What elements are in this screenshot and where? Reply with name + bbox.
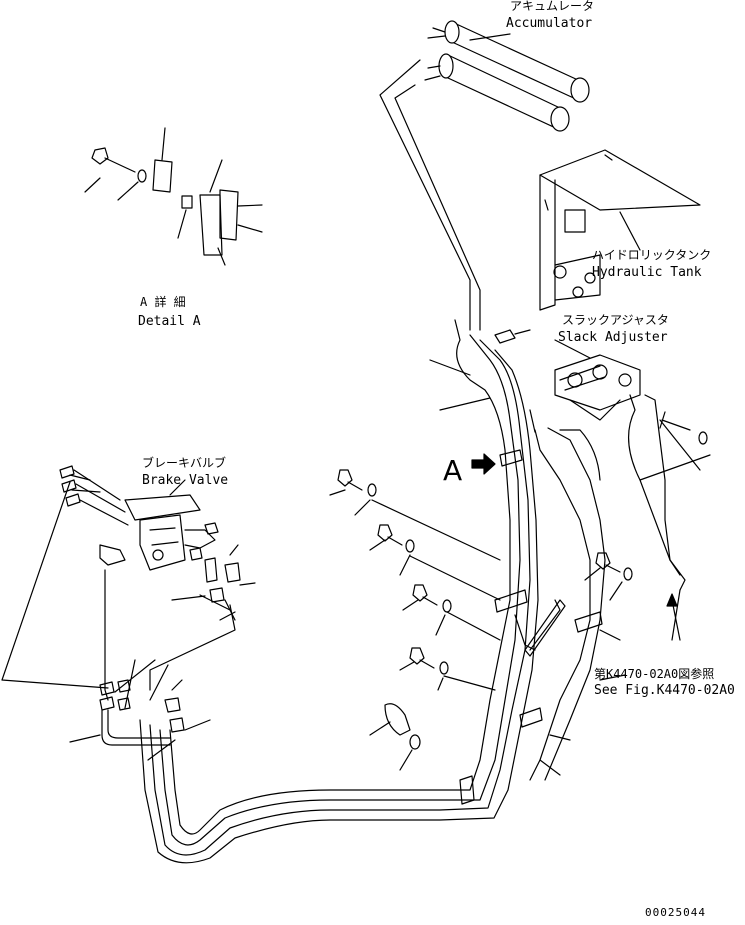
- see-fig-leader: [671, 599, 681, 641]
- hydraulic-tank-leader: [619, 211, 641, 251]
- bolt-center-2: [369, 524, 415, 576]
- see-fig-label-en: See Fig.K4470-02A0: [594, 683, 735, 698]
- accumulator-hose-1: [379, 59, 471, 331]
- brake-valve: [99, 494, 216, 571]
- view-a-marker: A: [443, 454, 462, 487]
- accumulator-label-en: Accumulator: [506, 16, 592, 31]
- detail-a-drawing: [84, 127, 263, 266]
- main-hose-bundle: [139, 319, 539, 864]
- brake-valve-fittings-right: [171, 522, 256, 621]
- bolt-center-3: [402, 584, 452, 636]
- accumulator-cylinder-lower: [424, 53, 570, 132]
- detail-a-label-jp: A 詳 細: [140, 294, 186, 309]
- banjo-bolt: [369, 703, 421, 771]
- accumulator-label-jp: アキュムレータ: [510, 0, 594, 13]
- see-fig-label-jp: 第K4470-02A0図参照: [594, 666, 714, 681]
- brake-valve-fittings-left: [59, 465, 129, 526]
- hydraulic-tank-label-jp: ハイドロリックタンク: [592, 248, 711, 262]
- slack-adjuster-label-en: Slack Adjuster: [558, 330, 668, 345]
- slack-adjuster-leader: [554, 339, 591, 359]
- brake-valve-hose-vertical: [104, 569, 109, 701]
- accumulator-cylinder-upper: [427, 20, 590, 103]
- brake-valve-hose-loop: [1, 481, 109, 689]
- hose-clamps: [459, 449, 603, 805]
- middle-hose-1: [529, 429, 591, 781]
- bolt-center-1: [329, 469, 377, 516]
- detail-a-label-en: Detail A: [138, 314, 201, 329]
- view-arrow: [471, 453, 496, 475]
- bolt-right-top: [659, 411, 708, 445]
- lower-left-fittings: [99, 679, 185, 746]
- brake-valve-label-jp: ブレーキバルブ: [142, 455, 226, 470]
- right-hose-1: [627, 394, 681, 576]
- bolt-center-4: [399, 647, 449, 691]
- brake-valve-label-en: Brake Valve: [142, 473, 228, 488]
- accumulator-leader-line: [469, 33, 511, 41]
- labels: アキュムレータ Accumulator ハイドロリックタンク Hydraulic…: [138, 0, 735, 919]
- support-rod: [524, 599, 566, 657]
- drawing-number: 00025044: [645, 906, 706, 919]
- slack-adjuster: [554, 354, 641, 421]
- hydraulic-tank-bracket: [539, 149, 701, 311]
- hydraulic-tank-label-en: Hydraulic Tank: [592, 265, 702, 280]
- slack-adjuster-label-jp: スラックアジャスタ: [562, 313, 669, 327]
- bolt-right-middle: [584, 552, 633, 601]
